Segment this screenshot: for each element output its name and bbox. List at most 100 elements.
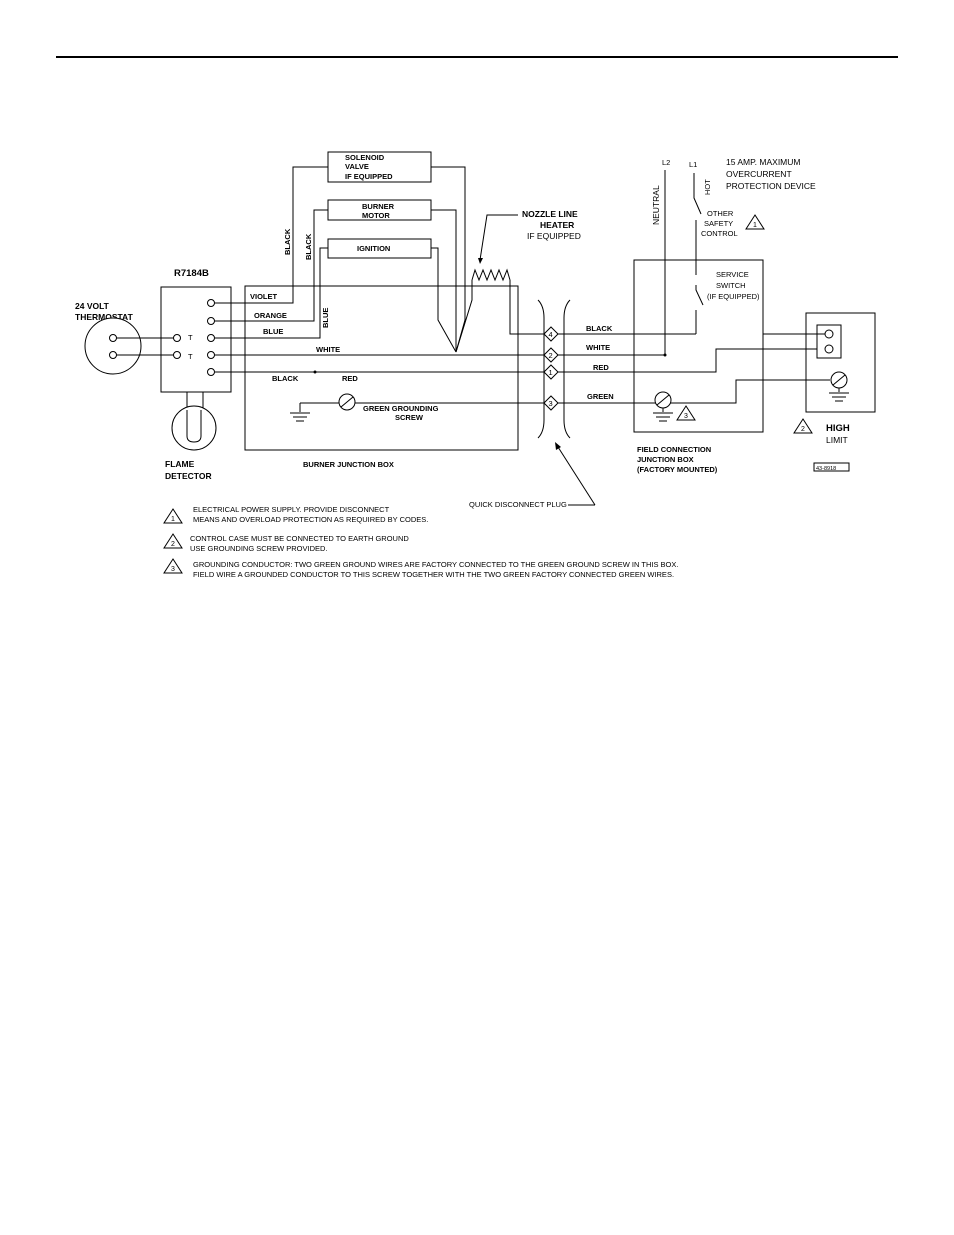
service-switch-label-1: SERVICE [716, 270, 749, 279]
field-screw-slot [656, 394, 670, 406]
screw-slot [340, 396, 354, 408]
neutral-splice [663, 353, 667, 357]
nozzle-label-3: IF EQUIPPED [527, 231, 581, 241]
field-box-label-2: JUNCTION BOX [637, 455, 694, 464]
plug-pin-4 [543, 326, 559, 342]
service-switch-label-3: (IF EQUIPPED) [707, 292, 760, 301]
wire-blue-vertical: BLUE [321, 308, 330, 328]
wire-red-right-label: RED [593, 363, 609, 372]
r7184b-control-box [160, 286, 232, 393]
heater-left-lead [455, 280, 473, 353]
nozzle-heater-resistor [471, 268, 511, 282]
wire-white-right-label: WHITE [586, 343, 610, 352]
nozzle-arrowhead [478, 258, 483, 264]
note-2-number: 2 [171, 541, 175, 548]
other-safety-label-2: SAFETY [704, 219, 733, 228]
field-ground-marker [676, 405, 696, 421]
orange-wire [215, 312, 315, 322]
wire-blue-label: BLUE [263, 327, 283, 336]
plug-pin-1 [543, 364, 559, 380]
thermostat-terminal-2 [109, 351, 117, 359]
terminal-5 [207, 368, 215, 376]
flame-label-1: FLAME [165, 459, 195, 469]
terminal-t2-label: T [188, 352, 193, 361]
terminal-3 [207, 334, 215, 342]
red-field-wire [558, 348, 822, 373]
plug-pin-3-label: 3 [549, 399, 553, 408]
wire-black-right-label: BLACK [586, 324, 613, 333]
terminal-4 [207, 351, 215, 359]
terminal-t2 [173, 351, 181, 359]
solenoid-label-3: IF EQUIPPED [345, 172, 393, 181]
terminal-t1 [173, 334, 181, 342]
plug-pin-1-label: 1 [549, 368, 553, 377]
overcurrent-label-2: OVERCURRENT [726, 169, 792, 179]
high-limit-marker [793, 418, 813, 434]
plug-pin-3 [543, 395, 559, 411]
plug-right-rail [563, 299, 571, 439]
header-rule [56, 56, 898, 58]
flame-label-2: DETECTOR [165, 471, 212, 481]
burner-motor-label-1: BURNER [362, 202, 395, 211]
nozzle-leader [479, 214, 518, 261]
note-1-number: 1 [171, 516, 175, 523]
terminal-t1-label: T [188, 333, 193, 342]
blue-wire [215, 332, 321, 339]
note-3-line-1: GROUNDING CONDUCTOR: TWO GREEN GROUND WI… [193, 560, 678, 569]
wire-green-right-label: GREEN [587, 392, 614, 401]
nozzle-label-1: NOZZLE LINE [522, 209, 578, 219]
solenoid-label-1: SOLENOID [345, 153, 385, 162]
wire-black-vertical-1: BLACK [283, 228, 292, 255]
wire-violet-label: VIOLET [250, 292, 278, 301]
plug-arrowhead [555, 442, 561, 450]
other-safety-label-1: OTHER [707, 209, 734, 218]
field-box-label-1: FIELD CONNECTION [637, 445, 711, 454]
terminal-1 [207, 299, 215, 307]
figure-code: 43-8918 [816, 466, 836, 472]
high-limit-box [805, 312, 876, 413]
neutral-label: NEUTRAL [651, 185, 661, 225]
overcurrent-label-1: 15 AMP. MAXIMUM [726, 157, 800, 167]
other-safety-marker-num: 1 [753, 222, 757, 229]
ignition-blue-wire [319, 247, 328, 332]
ignition-return-wire [431, 247, 457, 353]
wire-black-vertical-2: BLACK [304, 233, 313, 260]
motor-black-wire [313, 209, 328, 312]
high-limit-terminal-2 [824, 344, 834, 354]
green-field-wire [558, 379, 830, 404]
r7184b-label: R7184B [174, 268, 209, 279]
high-limit-label-1: HIGH [826, 423, 850, 434]
thermostat-label-2: THERMOSTAT [75, 312, 134, 322]
thermostat-terminal-1 [109, 334, 117, 342]
plug-pin-4-label: 4 [549, 330, 553, 339]
wire-white-left-label: WHITE [316, 345, 340, 354]
high-limit-marker-num: 2 [801, 426, 805, 433]
thermostat-label-1: 24 VOLT [75, 301, 110, 311]
solenoid-return-wire [431, 166, 466, 353]
ignition-label: IGNITION [357, 244, 390, 253]
burner-motor-label-2: MOTOR [362, 211, 390, 220]
nozzle-label-2: HEATER [540, 220, 574, 230]
l1-label: L1 [689, 160, 697, 169]
service-switch-blade [695, 285, 704, 306]
plug-leader [557, 446, 596, 506]
other-safety-label-3: CONTROL [701, 229, 738, 238]
motor-return-wire [431, 209, 457, 352]
service-switch-label-2: SWITCH [716, 281, 746, 290]
note-3-marker [163, 558, 183, 574]
quick-disconnect-label: QUICK DISCONNECT PLUG [469, 500, 567, 509]
black-red-splice [313, 370, 317, 374]
note-2-line-1: CONTROL CASE MUST BE CONNECTED TO EARTH … [190, 534, 409, 543]
note-2-line-2: USE GROUNDING SCREW PROVIDED. [190, 544, 328, 553]
burner-junction-box [244, 285, 519, 451]
high-limit-terminal-1 [824, 329, 834, 339]
plug-left-rail [537, 299, 545, 439]
wire-red-left-label: RED [342, 374, 358, 383]
green-screw-label-1: GREEN GROUNDING [363, 404, 439, 413]
note-1-line-1: ELECTRICAL POWER SUPPLY. PROVIDE DISCONN… [193, 505, 390, 514]
field-connection-junction-box [633, 259, 764, 433]
other-safety-marker [745, 214, 765, 230]
hot-line-top [693, 173, 702, 215]
